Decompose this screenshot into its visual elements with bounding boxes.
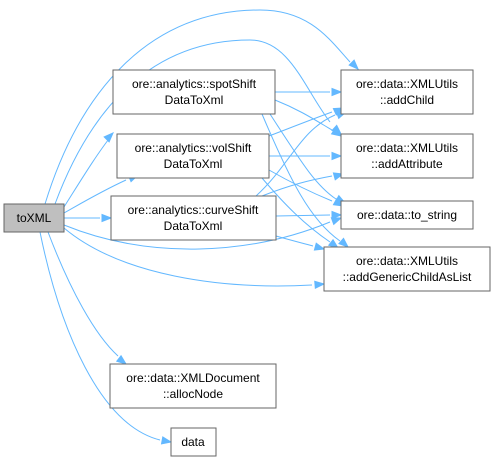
edge-toxml-data-arrowhead (160, 436, 173, 445)
node-data-label: data (181, 435, 205, 449)
node-add-generic-child-line1: ore::data::XMLUtils (356, 254, 458, 268)
edge-spotshift-addgenericchild (261, 113, 341, 242)
edge-toxml-allocnode-arrowhead (115, 354, 128, 365)
edge-toxml-addgenericchild-arrowhead (314, 280, 326, 290)
edge-toxml-tostring-arrowhead (330, 217, 343, 226)
node-vol-shift-line2: DataToXml (164, 157, 223, 171)
edge-toxml-addchild (44, 9, 351, 205)
edge-toxml-spotshift-arrowhead (103, 132, 114, 143)
edge-toxml-allocnode (47, 231, 119, 357)
edge-curveshift-addattribute (261, 175, 333, 197)
edge-toxml-tostring (63, 221, 331, 250)
edge-curveshift-addchild (255, 114, 336, 197)
node-alloc-node-line2: ::allocNode (163, 387, 223, 401)
node-data-to-string[interactable]: ore::data::to_string (340, 200, 474, 230)
edge-toxml-data (39, 231, 161, 441)
call-edges (39, 9, 359, 445)
edge-toxml-addchild-arrowhead (348, 59, 359, 70)
edge-spotshift-addattribute-arrowhead (330, 127, 343, 137)
node-curve-shift-line1: ore::analytics::curveShift (128, 203, 259, 217)
node-spot-shift-line1: ore::analytics::spotShift (132, 77, 257, 91)
edge-spotshift-tostring (269, 113, 337, 200)
node-toxml[interactable]: toXML (3, 203, 65, 233)
node-to-string-label: ore::data::to_string (357, 208, 457, 222)
edge-curveshift-addgenericchild-arrowhead (313, 242, 326, 251)
node-curve-shift-data-to-xml[interactable]: ore::analytics::curveShift DataToXml (110, 195, 277, 241)
edge-spotshift-addattribute (274, 99, 333, 131)
edge-spotshift-addgenericchild-arrowhead (338, 237, 350, 248)
edge-toxml-volshift (63, 179, 127, 214)
node-add-child-line1: ore::data::XMLUtils (356, 77, 458, 91)
edge-toxml-addattribute (54, 39, 331, 205)
edge-volshift-addgenericchild (261, 177, 331, 243)
edge-curveshift-addgenericchild (275, 235, 314, 247)
edge-curveshift-tostring-arrowhead (331, 210, 343, 220)
node-xmlutils-add-attribute[interactable]: ore::data::XMLUtils ::addAttribute (340, 133, 474, 179)
edge-toxml-curveshift-arrowhead (101, 213, 113, 223)
node-alloc-node-line1: ore::data::XMLDocument (126, 371, 260, 385)
node-data[interactable]: data (170, 427, 217, 457)
edge-volshift-tostring (268, 169, 333, 202)
edge-spotshift-addchild-arrowhead (331, 87, 343, 97)
edge-toxml-spotshift (63, 134, 113, 208)
node-vol-shift-data-to-xml[interactable]: ore::analytics::volShift DataToXml (116, 133, 270, 179)
edge-volshift-addchild (268, 111, 333, 137)
node-add-attribute-line2: ::addAttribute (371, 157, 443, 171)
edge-curveshift-tostring (275, 214, 331, 217)
node-xmlutils-add-child[interactable]: ore::data::XMLUtils ::addChild (340, 69, 474, 115)
node-spot-shift-line2: DataToXml (165, 93, 224, 107)
edge-toxml-addgenericchild (63, 227, 313, 287)
node-add-child-line2: ::addChild (380, 93, 434, 107)
node-spot-shift-data-to-xml[interactable]: ore::analytics::spotShift DataToXml (112, 69, 276, 115)
node-vol-shift-line1: ore::analytics::volShift (135, 141, 252, 155)
node-toxml-label: toXML (17, 211, 52, 225)
node-curve-shift-line2: DataToXml (164, 219, 223, 233)
node-xmldocument-alloc-node[interactable]: ore::data::XMLDocument ::allocNode (109, 363, 277, 409)
edge-volshift-addattribute-arrowhead (331, 151, 343, 161)
node-xmlutils-add-generic-child-as-list[interactable]: ore::data::XMLUtils ::addGenericChildAsL… (323, 246, 491, 292)
node-add-generic-child-line2: ::addGenericChildAsList (343, 270, 472, 284)
node-add-attribute-line1: ore::data::XMLUtils (356, 141, 458, 155)
